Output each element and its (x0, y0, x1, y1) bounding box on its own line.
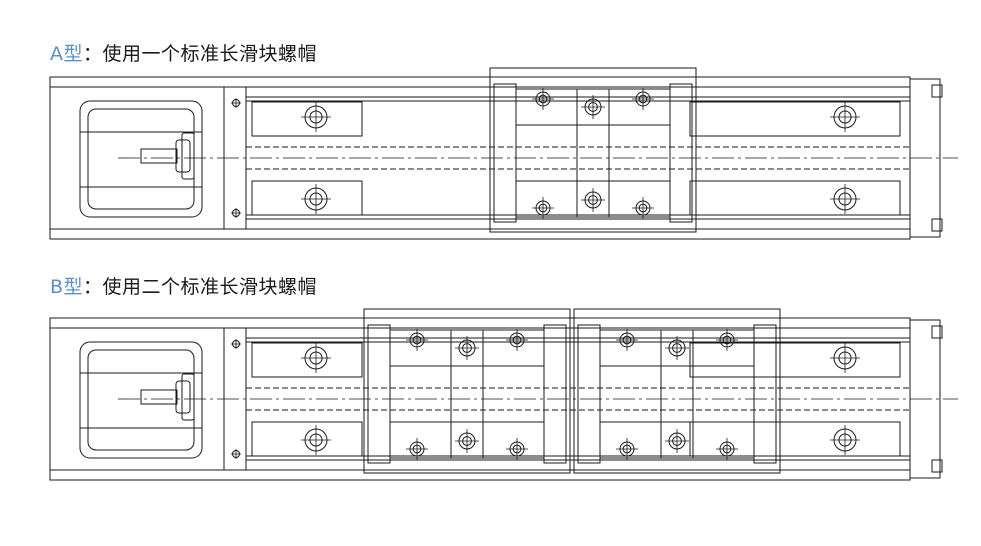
rail-mount-hole-right-top (830, 102, 860, 132)
slider-end-cap-right (753, 324, 777, 464)
slider-center-hole-bottom (665, 429, 689, 453)
slider-bolt-hole-1 (632, 88, 654, 110)
right-end-lug-bottom (931, 218, 943, 232)
slider-nut-1 (573, 308, 781, 474)
slider-bolt-hole-3 (632, 197, 654, 219)
slider-end-cap-left (493, 83, 517, 223)
rail-mount-hole-right-bottom (830, 425, 860, 455)
coupling-knob-outer (181, 132, 195, 180)
slider-end-cap-left (577, 324, 601, 464)
slider-bolt-hole-3 (506, 438, 528, 460)
coupling-knob (175, 139, 191, 173)
rail-pocket-right-bottom (689, 180, 901, 216)
slider-center-block (576, 88, 610, 218)
right-end-lug-bottom (931, 459, 943, 473)
slider-bolt-hole-0 (616, 329, 638, 351)
rail-mount-hole-right-bottom (830, 184, 860, 214)
slider-end-cap-left (367, 324, 391, 464)
slider-bolt-hole-0 (532, 88, 554, 110)
slider-bolt-hole-2 (532, 197, 554, 219)
right-end-cap (909, 78, 941, 238)
coupling-knob (175, 380, 191, 414)
diagram-b-caption: B型：使用二个标准长滑块螺帽 (50, 272, 317, 299)
slider-end-cap-right (669, 83, 693, 223)
motor-shaft (140, 389, 178, 405)
slider-cover-plate (573, 308, 781, 474)
rail-pocket-right-top (689, 342, 901, 378)
slider-bolt-hole-1 (506, 329, 528, 351)
diagram-a-linear-module (49, 67, 958, 240)
end-plate-mark-bottom (231, 449, 241, 459)
diagram-b-description: ：使用二个标准长滑块螺帽 (83, 276, 318, 298)
diagram-a-description: ：使用一个标准长滑块螺帽 (83, 43, 318, 65)
motor-housing (79, 100, 203, 218)
slider-center-hole-top (581, 95, 605, 119)
slider-nut-0 (363, 308, 571, 474)
slider-center-hole-bottom (455, 429, 479, 453)
end-plate-mark-top (231, 98, 241, 108)
rail-pocket-left-top (251, 101, 363, 137)
end-plate-mark-bottom (231, 208, 241, 218)
rail-mount-hole-right-top (830, 343, 860, 373)
slider-center-hole-bottom (581, 188, 605, 212)
slider-center-hole-top (665, 336, 689, 360)
right-end-lug-top (931, 325, 943, 339)
slider-bolt-hole-3 (716, 438, 738, 460)
slider-bolt-hole-2 (616, 438, 638, 460)
slider-end-cap-right (543, 324, 567, 464)
rail-body (245, 96, 911, 220)
diagram-b-linear-module (49, 308, 958, 481)
slider-center-block (450, 329, 484, 459)
slider-cover-plate (489, 67, 697, 233)
rail-mount-hole-left-top (301, 343, 331, 373)
rail-mount-hole-left-bottom (301, 184, 331, 214)
rail-mount-hole-left-bottom (301, 425, 331, 455)
motor-shaft (140, 148, 178, 164)
rail-pocket-right-bottom (689, 421, 901, 457)
slider-bolt-hole-0 (406, 329, 428, 351)
end-plate-mark-top (231, 339, 241, 349)
motor-housing (79, 341, 203, 459)
slider-bolt-hole-2 (406, 438, 428, 460)
slider-cover-plate (363, 308, 571, 474)
right-end-lug-top (931, 84, 943, 98)
slider-center-block (660, 329, 694, 459)
rail-pocket-left-top (251, 342, 363, 378)
diagram-a-caption: A型：使用一个标准长滑块螺帽 (50, 39, 317, 66)
coupling-knob-outer (181, 373, 195, 421)
slider-nut-0 (489, 67, 697, 233)
diagram-a-type-label: A型 (50, 43, 83, 65)
slider-bolt-hole-1 (716, 329, 738, 351)
rail-mount-hole-left-top (301, 102, 331, 132)
right-end-cap (909, 319, 941, 479)
rail-pocket-left-bottom (251, 180, 363, 216)
slider-center-hole-top (455, 336, 479, 360)
rail-pocket-right-top (689, 101, 901, 137)
rail-pocket-left-bottom (251, 421, 363, 457)
diagram-b-type-label: B型 (50, 276, 84, 298)
